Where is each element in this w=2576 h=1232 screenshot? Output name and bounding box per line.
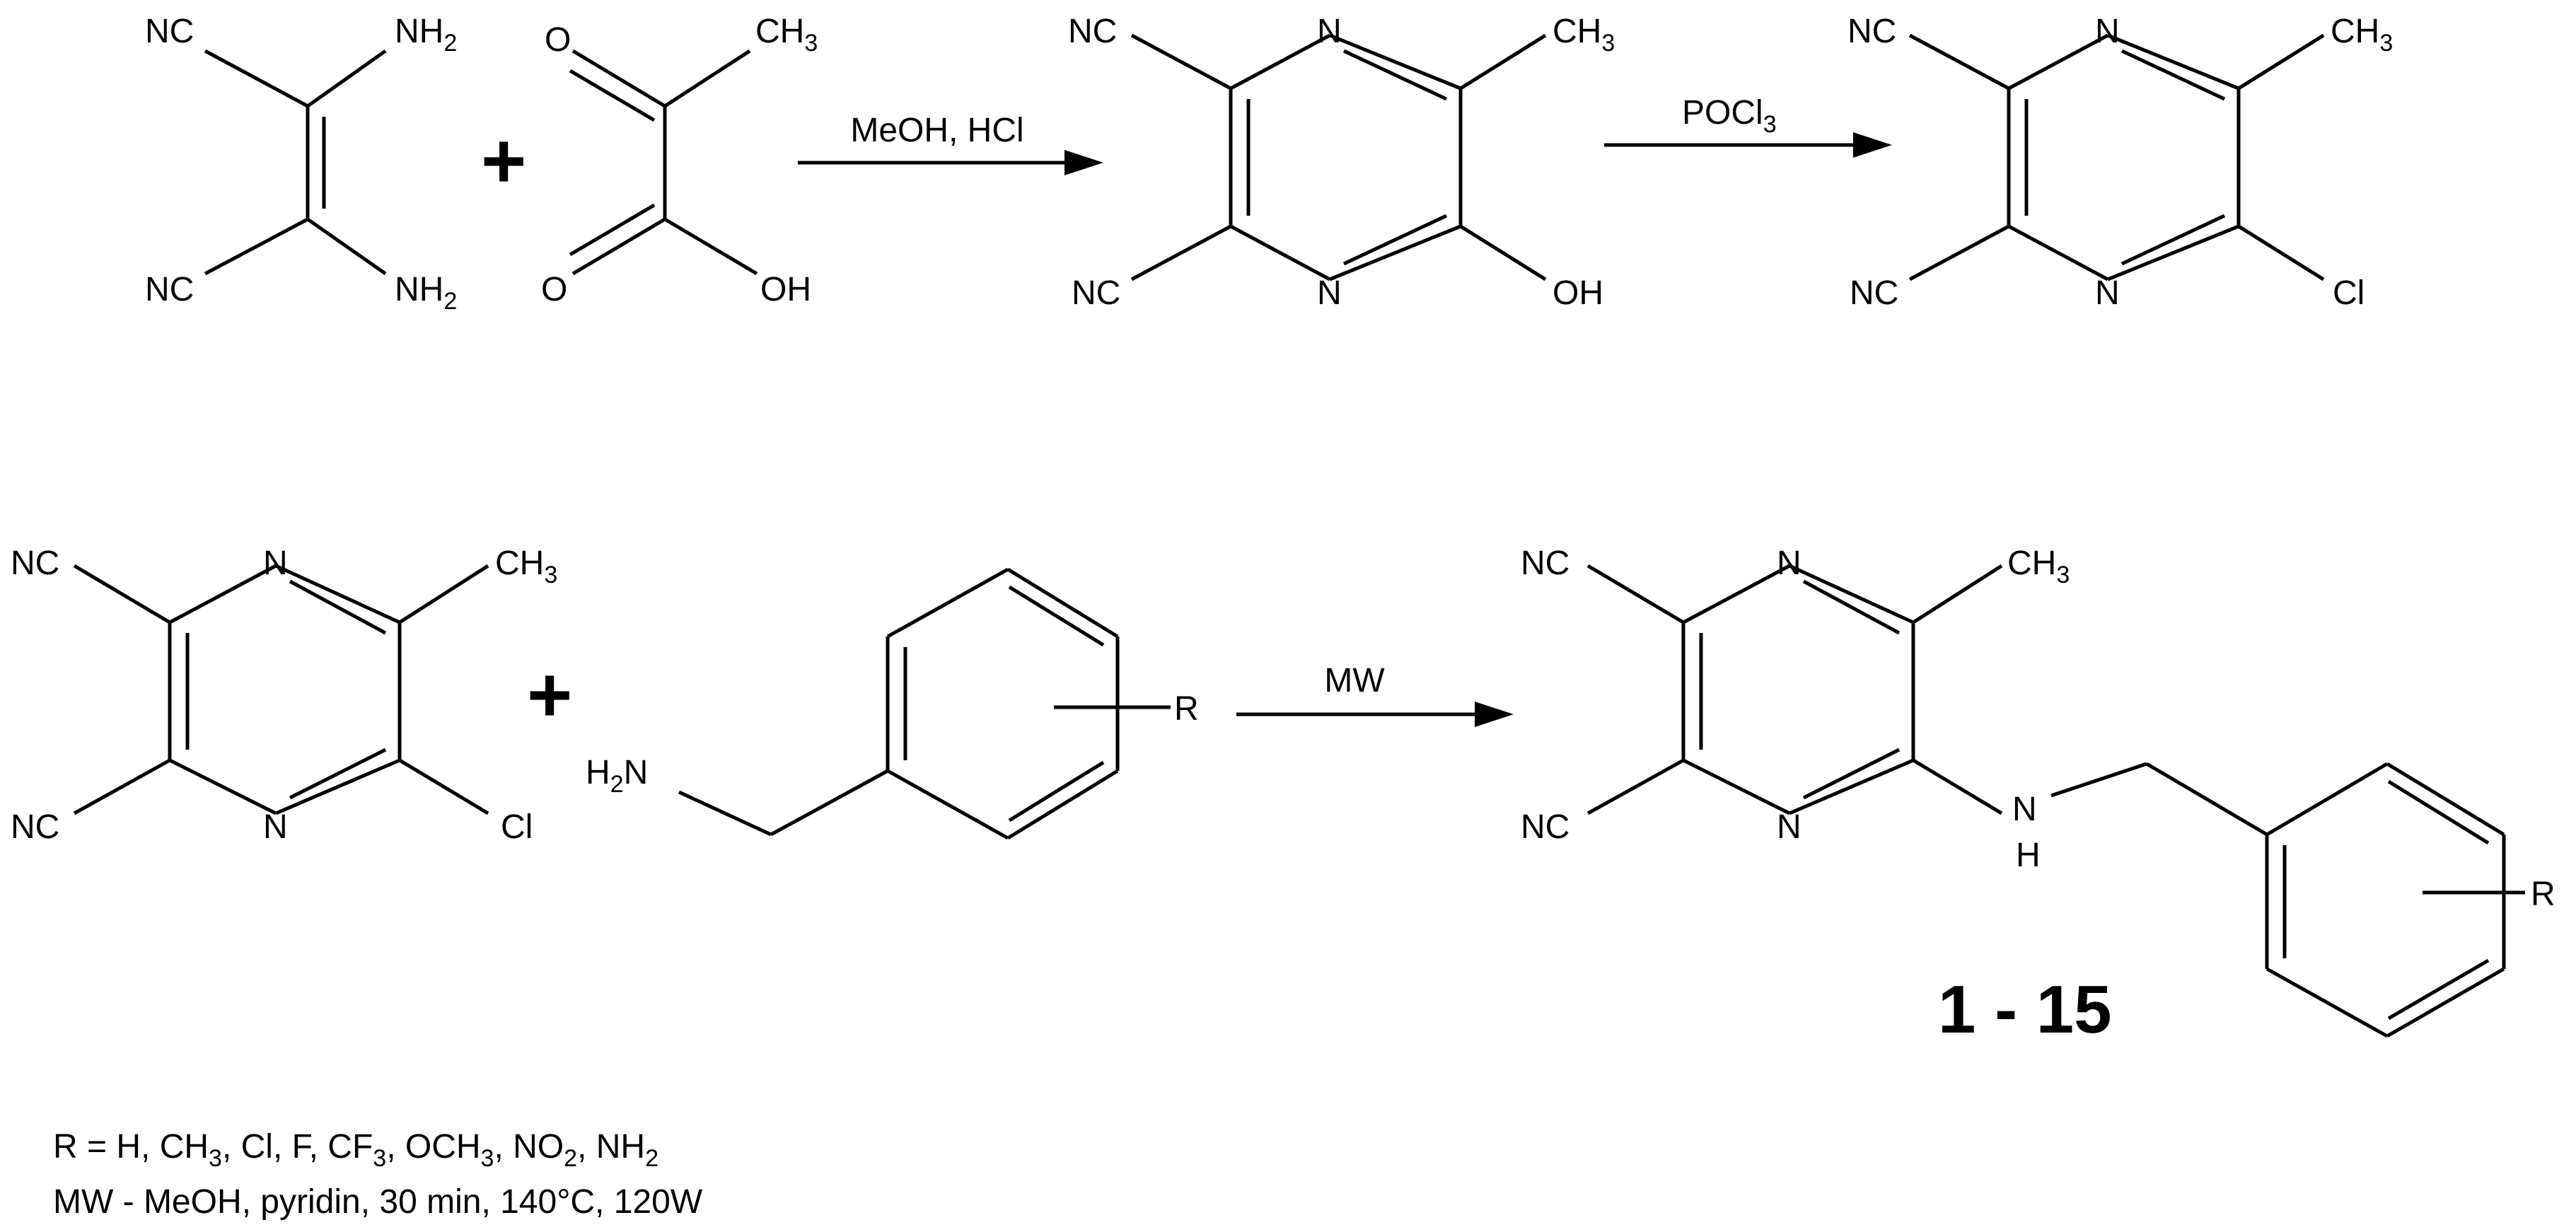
plus-sign: +: [481, 117, 526, 204]
arrow-2-conditions: POCl3: [1682, 94, 1777, 138]
ring-n-label: N: [1777, 545, 1802, 582]
substituted-benzylamine: H2N R: [586, 567, 1199, 840]
nc-label: NC: [1850, 274, 1898, 312]
ring-n-label: N: [263, 545, 288, 582]
nc-label: NC: [11, 808, 59, 846]
oh-label: OH: [1553, 274, 1603, 312]
arrow-3-conditions: MW: [1324, 662, 1385, 699]
o-label: O: [541, 271, 567, 308]
ch3-label: CH3: [1553, 13, 1615, 57]
r-label: R: [2531, 876, 2555, 913]
cl-label: Cl: [501, 808, 533, 846]
ring-n-label: N: [1317, 274, 1342, 312]
ch3-label: CH3: [2331, 13, 2393, 57]
notes: R = H, CH3, Cl, F, CF3, OCH3, NO2, NH2 M…: [53, 1128, 703, 1221]
reaction-arrow-1: MeOH, HCl: [798, 112, 1103, 175]
product-aminopyrazine: N N NC NC CH3 N H R: [1521, 545, 2555, 1038]
nc-label: NC: [1072, 274, 1120, 312]
compound-range-label: 1 - 15: [1938, 972, 2111, 1047]
ring-n-label: N: [2095, 274, 2120, 312]
hydroxypyrazine: N N NC NC CH3 OH: [1068, 13, 1615, 312]
nc-label: NC: [1847, 13, 1896, 50]
chloropyrazine-reactant: N N NC NC CH3 Cl: [11, 545, 557, 846]
reaction-arrow-3: MW: [1236, 662, 1514, 727]
nc-label: NC: [1068, 13, 1117, 50]
reaction-arrow-2: POCl3: [1604, 94, 1892, 158]
ring-n-label: N: [1777, 808, 1802, 846]
r-substituents-note: R = H, CH3, Cl, F, CF3, OCH3, NO2, NH2: [53, 1128, 658, 1172]
chloropyrazine: N N NC NC CH3 Cl: [1847, 13, 2393, 312]
ring-n-label: N: [2095, 13, 2120, 50]
r-label: R: [1174, 690, 1199, 728]
ch3-label: CH3: [755, 13, 818, 57]
nc-label: NC: [11, 545, 59, 582]
nc-label: NC: [1521, 545, 1570, 582]
nh2-label: NH2: [395, 13, 457, 57]
nh-h-label: H: [2016, 837, 2041, 874]
arrow-1-conditions: MeOH, HCl: [850, 112, 1023, 149]
mw-conditions-note: MW - MeOH, pyridin, 30 min, 140°C, 120W: [53, 1183, 703, 1221]
o-label: O: [545, 21, 571, 59]
ch3-label: CH3: [2007, 545, 2070, 588]
diaminomaleonitrile: NC NC NH2 NH2: [145, 13, 457, 315]
ring-n-label: N: [263, 808, 288, 846]
h2n-label: H2N: [586, 754, 648, 798]
ch3-label: CH3: [495, 545, 557, 588]
nc-label: NC: [145, 271, 194, 308]
ring-n-label: N: [1317, 13, 1342, 50]
nh2-label: NH2: [395, 271, 457, 315]
cl-label: Cl: [2333, 274, 2365, 312]
nc-label: NC: [145, 13, 194, 50]
plus-sign: +: [527, 651, 572, 738]
oh-label: OH: [760, 271, 811, 308]
pyruvic-acid: O O CH3 OH: [541, 13, 818, 308]
nc-label: NC: [1521, 808, 1570, 846]
nh-n-label: N: [2012, 791, 2037, 828]
